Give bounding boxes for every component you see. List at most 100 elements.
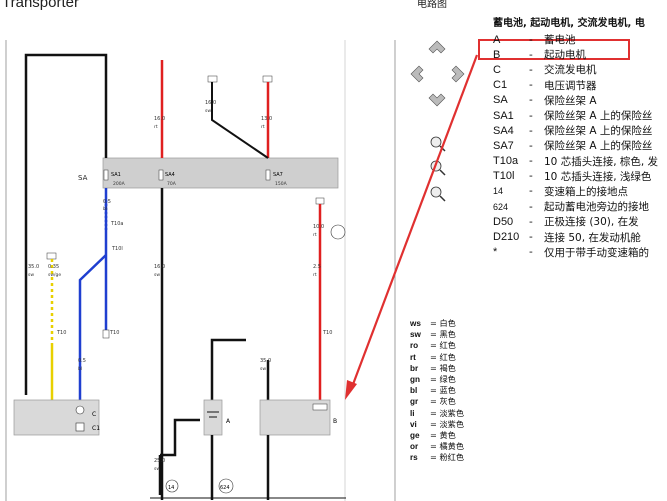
legend-desc: 电压调节器 xyxy=(544,79,597,92)
legend-code: D50 xyxy=(493,215,514,228)
fuse-sa1: SA1 200A xyxy=(103,169,126,187)
color-name: 淡紫色 xyxy=(439,418,465,429)
legend-dash: - xyxy=(529,170,533,183)
svg-text:rt: rt xyxy=(313,232,317,238)
alternator-box xyxy=(13,399,100,436)
svg-text:sw/ge: sw/ge xyxy=(48,272,61,278)
fuse-box-sa xyxy=(102,157,339,189)
color-key-item: or= 橘黄色 xyxy=(410,441,465,452)
svg-text:T10: T10 xyxy=(109,330,119,336)
legend-dash: - xyxy=(529,231,533,244)
legend-item: 624-起动蓄电池旁边的接地 xyxy=(493,199,658,214)
legend-desc: 起动蓄电池旁边的接地 xyxy=(544,201,649,214)
legend-code: 14 xyxy=(493,186,504,197)
color-key-item: rt= 红色 xyxy=(410,351,456,362)
fuse-sa4: SA4 70A xyxy=(158,169,177,187)
color-name: 红色 xyxy=(439,351,456,362)
legend-dash: - xyxy=(529,124,533,137)
pan-up-icon[interactable] xyxy=(428,40,446,54)
legend-desc: 保险丝架 A 上的保险丝 xyxy=(544,125,653,138)
legend-dash: - xyxy=(529,79,533,92)
legend-desc: 10 芯插头连接, 棕色, 发 xyxy=(544,155,659,168)
svg-text:SA7: SA7 xyxy=(273,172,283,178)
pan-left-icon[interactable] xyxy=(410,65,424,83)
color-key-item: br= 褐色 xyxy=(410,362,456,373)
svg-text:0.5: 0.5 xyxy=(78,358,86,364)
color-key-item: gr= 灰色 xyxy=(410,396,456,407)
legend-dash: - xyxy=(529,139,533,152)
svg-text:sw: sw xyxy=(205,109,211,114)
ground-point-14 xyxy=(165,479,179,493)
svg-text:16.0: 16.0 xyxy=(205,100,216,106)
pan-down-icon[interactable] xyxy=(428,93,446,107)
color-name: 绿色 xyxy=(439,374,456,385)
color-code: li xyxy=(410,408,415,418)
color-name: 黄色 xyxy=(439,430,456,441)
legend-dash: - xyxy=(529,155,533,168)
legend-item: C-交流发电机 xyxy=(493,62,658,77)
svg-text:T10l: T10l xyxy=(111,246,123,252)
legend-desc: 10 芯插头连接, 浅绿色 xyxy=(544,170,652,183)
color-name: 灰色 xyxy=(439,396,456,407)
legend-desc: 起动电机 xyxy=(544,49,586,62)
svg-text:0.5: 0.5 xyxy=(103,199,111,205)
color-name: 粉红色 xyxy=(439,452,465,463)
color-key-item: sw= 黑色 xyxy=(410,329,456,340)
legend-item: SA7-保险丝架 A 上的保险丝 xyxy=(493,138,658,153)
svg-text:2.5: 2.5 xyxy=(313,264,321,270)
svg-text:A: A xyxy=(226,418,231,425)
legend-code: SA4 xyxy=(493,124,514,137)
legend-dash: - xyxy=(529,185,533,198)
legend-item: A-蓄电池 xyxy=(493,32,658,47)
legend-item: SA4 -保险丝架 A 上的保险丝 xyxy=(493,123,658,138)
color-key-item: vi= 淡紫色 xyxy=(410,418,465,429)
legend-code: SA7 xyxy=(493,139,514,152)
legend-item: T10l -10 芯插头连接, 浅绿色 xyxy=(493,169,658,184)
zoom-fit-icon[interactable] xyxy=(430,186,446,202)
svg-text:bl: bl xyxy=(103,206,107,212)
color-name: 蓝色 xyxy=(439,385,456,396)
legend-code: D210 xyxy=(493,231,520,244)
svg-text:25.0: 25.0 xyxy=(154,458,165,464)
svg-text:150A: 150A xyxy=(275,181,288,187)
legend-item: B-起动电机 xyxy=(493,47,658,62)
legend-code: * xyxy=(493,246,498,259)
highlight-box xyxy=(478,39,630,60)
legend-code: T10l xyxy=(493,170,515,183)
pan-right-icon[interactable] xyxy=(451,65,465,83)
svg-text:T10a: T10a xyxy=(110,221,123,227)
color-name: 红色 xyxy=(439,340,456,351)
legend-dash: - xyxy=(529,33,533,46)
svg-text:sw: sw xyxy=(28,273,34,278)
svg-text:rt: rt xyxy=(313,272,317,278)
svg-text:bl: bl xyxy=(78,366,82,372)
legend-code: C xyxy=(493,63,501,76)
legend-dash: - xyxy=(529,94,533,107)
legend-dash: - xyxy=(529,63,533,76)
page-label: 电路图 xyxy=(417,0,447,10)
highlight-arrow xyxy=(350,54,479,388)
color-key-item: rs= 粉红色 xyxy=(410,452,465,463)
color-code: rs xyxy=(410,453,418,463)
legend-title: 蓄电池, 起动电机, 交流发电机, 电 xyxy=(493,18,645,29)
color-code: br xyxy=(410,363,419,373)
legend-desc: 变速箱上的接地点 xyxy=(544,185,628,198)
color-code: ws xyxy=(410,319,421,328)
legend-desc: 蓄电池 xyxy=(544,34,576,47)
legend-code: SA1 xyxy=(493,109,514,122)
color-name: 黑色 xyxy=(439,329,456,340)
svg-text:35.0: 35.0 xyxy=(260,358,271,364)
legend-code: C1 xyxy=(493,79,508,92)
legend-dash: - xyxy=(529,48,533,61)
color-key-item: ro= 红色 xyxy=(410,340,456,351)
color-key-item: gn= 绿色 xyxy=(410,374,456,385)
svg-text:rt: rt xyxy=(154,124,158,130)
legend-dash: - xyxy=(529,215,533,228)
wire-battery-feed xyxy=(24,53,108,395)
legend-item: SA1-保险丝架 A 上的保险丝 xyxy=(493,108,658,123)
legend-code: T10a xyxy=(493,155,519,168)
legend-item: C1 -电压调节器 xyxy=(493,78,658,93)
color-code: vi xyxy=(410,419,417,429)
color-code: ge xyxy=(410,431,420,441)
